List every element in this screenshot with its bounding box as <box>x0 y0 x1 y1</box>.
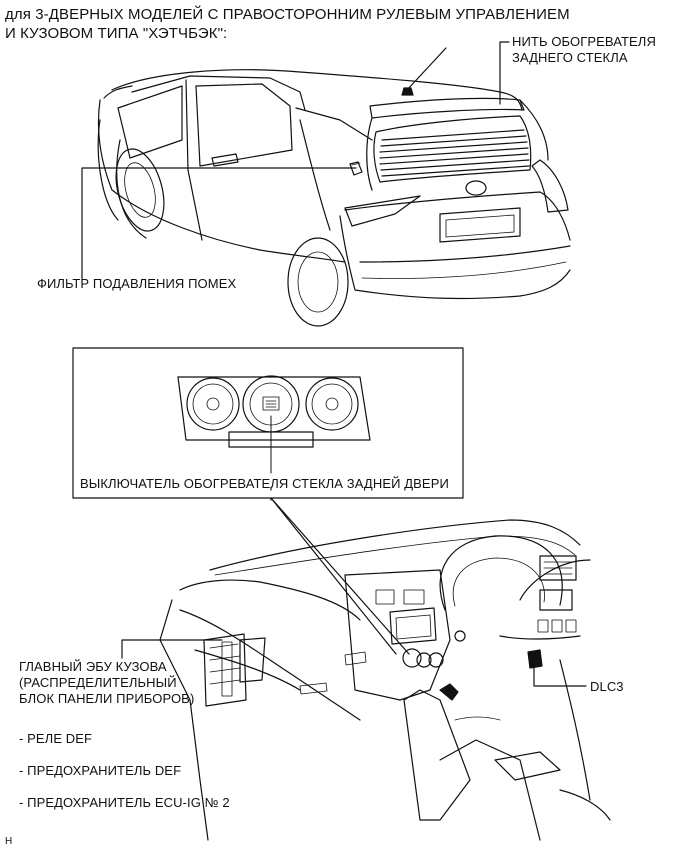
leader-noise-filter <box>81 167 357 281</box>
inset-frame <box>72 347 464 499</box>
label-main-body-ecu-line2: (РАСПРЕДЕЛИТЕЛЬНЫЙ <box>19 675 177 690</box>
label-rear-window-heater-line1: НИТЬ ОБОГРЕВАТЕЛЯ <box>512 34 656 49</box>
diagram-title-line2: И КУЗОВОМ ТИПА "ХЭТЧБЭК": <box>5 25 228 42</box>
leader-main-body-ecu <box>121 639 223 659</box>
leader-dlc3 <box>533 663 587 687</box>
label-noise-filter: ФИЛЬТР ПОДАВЛЕНИЯ ПОМЕХ <box>37 276 237 291</box>
list-item-def-fuse: - ПРЕДОХРАНИТЕЛЬ DEF <box>19 763 182 778</box>
list-item-ecu-ig-fuse: - ПРЕДОХРАНИТЕЛЬ ECU-IG № 2 <box>19 795 230 810</box>
diagram-title-line1: для 3-ДВЕРНЫХ МОДЕЛЕЙ С ПРАВОСТОРОННИМ Р… <box>5 6 570 23</box>
dashboard-illustration <box>159 519 611 841</box>
leader-defogger-switch-a <box>270 497 410 655</box>
label-dlc3: DLC3 <box>590 679 624 694</box>
leader-rear-window-heater <box>499 41 510 105</box>
footer-code: H <box>5 836 13 847</box>
label-defogger-switch: ВЫКЛЮЧАТЕЛЬ ОБОГРЕВАТЕЛЯ СТЕКЛА ЗАДНЕЙ Д… <box>80 476 449 491</box>
climate-panel <box>177 375 371 448</box>
label-main-body-ecu-line3: БЛОК ПАНЕЛИ ПРИБОРОВ) <box>19 691 195 706</box>
car-illustration <box>97 47 571 327</box>
label-rear-window-heater-line2: ЗАДНЕГО СТЕКЛА <box>512 50 628 65</box>
list-item-def-relay: - РЕЛЕ DEF <box>19 731 93 746</box>
leader-defogger-switch-b <box>270 497 397 655</box>
label-main-body-ecu-line1: ГЛАВНЫЙ ЭБУ КУЗОВА <box>19 659 167 674</box>
